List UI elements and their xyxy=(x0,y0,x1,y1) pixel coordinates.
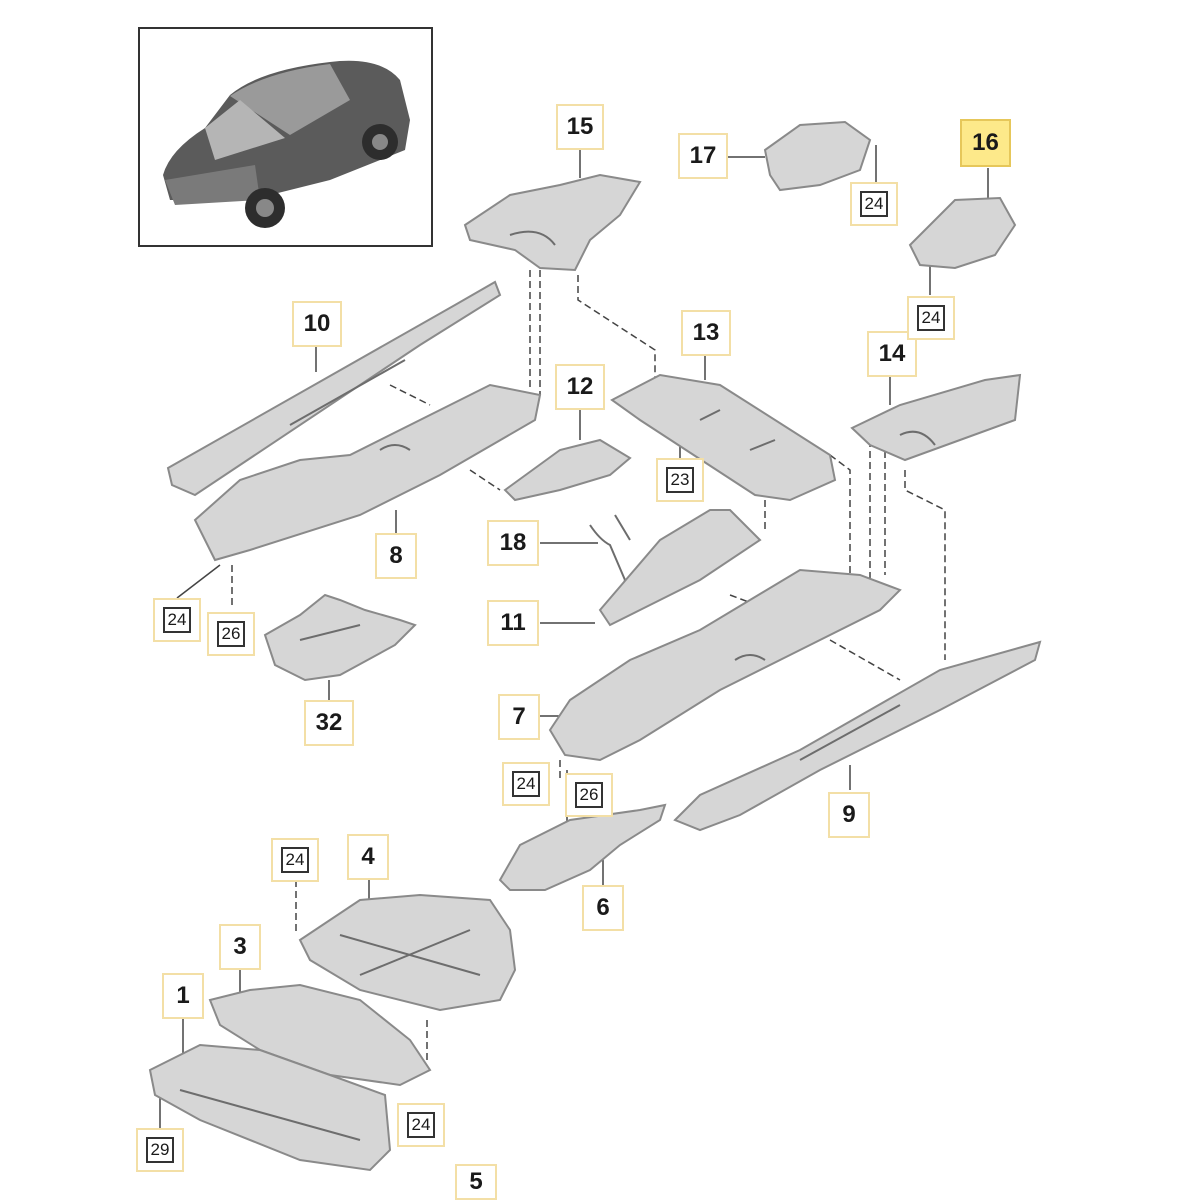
ref-29-part-1[interactable]: 29 xyxy=(136,1128,184,1172)
ref-24-part-16[interactable]: 24 xyxy=(907,296,955,340)
ref-text: 24 xyxy=(859,191,889,217)
part-7 xyxy=(548,568,902,762)
callout-12[interactable]: 12 xyxy=(555,364,605,410)
ref-text: 26 xyxy=(216,621,246,647)
part-17 xyxy=(763,120,872,192)
callout-16-highlighted[interactable]: 16 xyxy=(960,119,1011,167)
ref-text: 29 xyxy=(145,1137,175,1163)
part-9 xyxy=(673,640,1042,832)
ref-26-part-7[interactable]: 26 xyxy=(565,773,613,817)
part-12 xyxy=(503,438,632,502)
part-14 xyxy=(850,373,1022,462)
part-11 xyxy=(598,509,762,627)
ref-24-part-3[interactable]: 24 xyxy=(397,1103,445,1147)
part-8 xyxy=(193,383,542,562)
callout-18[interactable]: 18 xyxy=(487,520,539,566)
part-4 xyxy=(298,893,517,1012)
part-16 xyxy=(908,196,1017,270)
callout-1[interactable]: 1 xyxy=(162,973,204,1019)
part-18 xyxy=(589,514,631,596)
ref-24-part-8[interactable]: 24 xyxy=(153,598,201,642)
ref-text: 23 xyxy=(665,467,695,493)
callout-6[interactable]: 6 xyxy=(582,885,624,931)
ref-text: 24 xyxy=(916,305,946,331)
callout-7[interactable]: 7 xyxy=(498,694,540,740)
ref-text: 26 xyxy=(574,782,604,808)
callout-13[interactable]: 13 xyxy=(681,310,731,356)
ref-text: 24 xyxy=(511,771,541,797)
ref-text: 24 xyxy=(162,607,192,633)
ref-text: 24 xyxy=(280,847,310,873)
callout-17[interactable]: 17 xyxy=(678,133,728,179)
ref-24-part-4[interactable]: 24 xyxy=(271,838,319,882)
callout-32[interactable]: 32 xyxy=(304,700,354,746)
part-6 xyxy=(498,803,667,891)
part-32 xyxy=(263,593,417,682)
callout-9[interactable]: 9 xyxy=(828,792,870,838)
callout-5[interactable]: 5 xyxy=(455,1164,497,1200)
callout-10[interactable]: 10 xyxy=(292,301,342,347)
part-10 xyxy=(166,280,502,497)
part-1 xyxy=(148,1043,392,1172)
part-15 xyxy=(463,173,642,272)
ref-26-part-8[interactable]: 26 xyxy=(207,612,255,656)
part-3 xyxy=(208,983,432,1087)
callout-14[interactable]: 14 xyxy=(867,331,917,377)
callout-4[interactable]: 4 xyxy=(347,834,389,880)
callout-11[interactable]: 11 xyxy=(487,600,539,646)
callout-3[interactable]: 3 xyxy=(219,924,261,970)
callout-15[interactable]: 15 xyxy=(556,104,604,150)
ref-24-part-7[interactable]: 24 xyxy=(502,762,550,806)
ref-24-part-17[interactable]: 24 xyxy=(850,182,898,226)
callout-8[interactable]: 8 xyxy=(375,533,417,579)
ref-text: 24 xyxy=(406,1112,436,1138)
vehicle-thumbnail xyxy=(138,27,433,247)
ref-23-part-13[interactable]: 23 xyxy=(656,458,704,502)
part-13 xyxy=(610,373,837,502)
